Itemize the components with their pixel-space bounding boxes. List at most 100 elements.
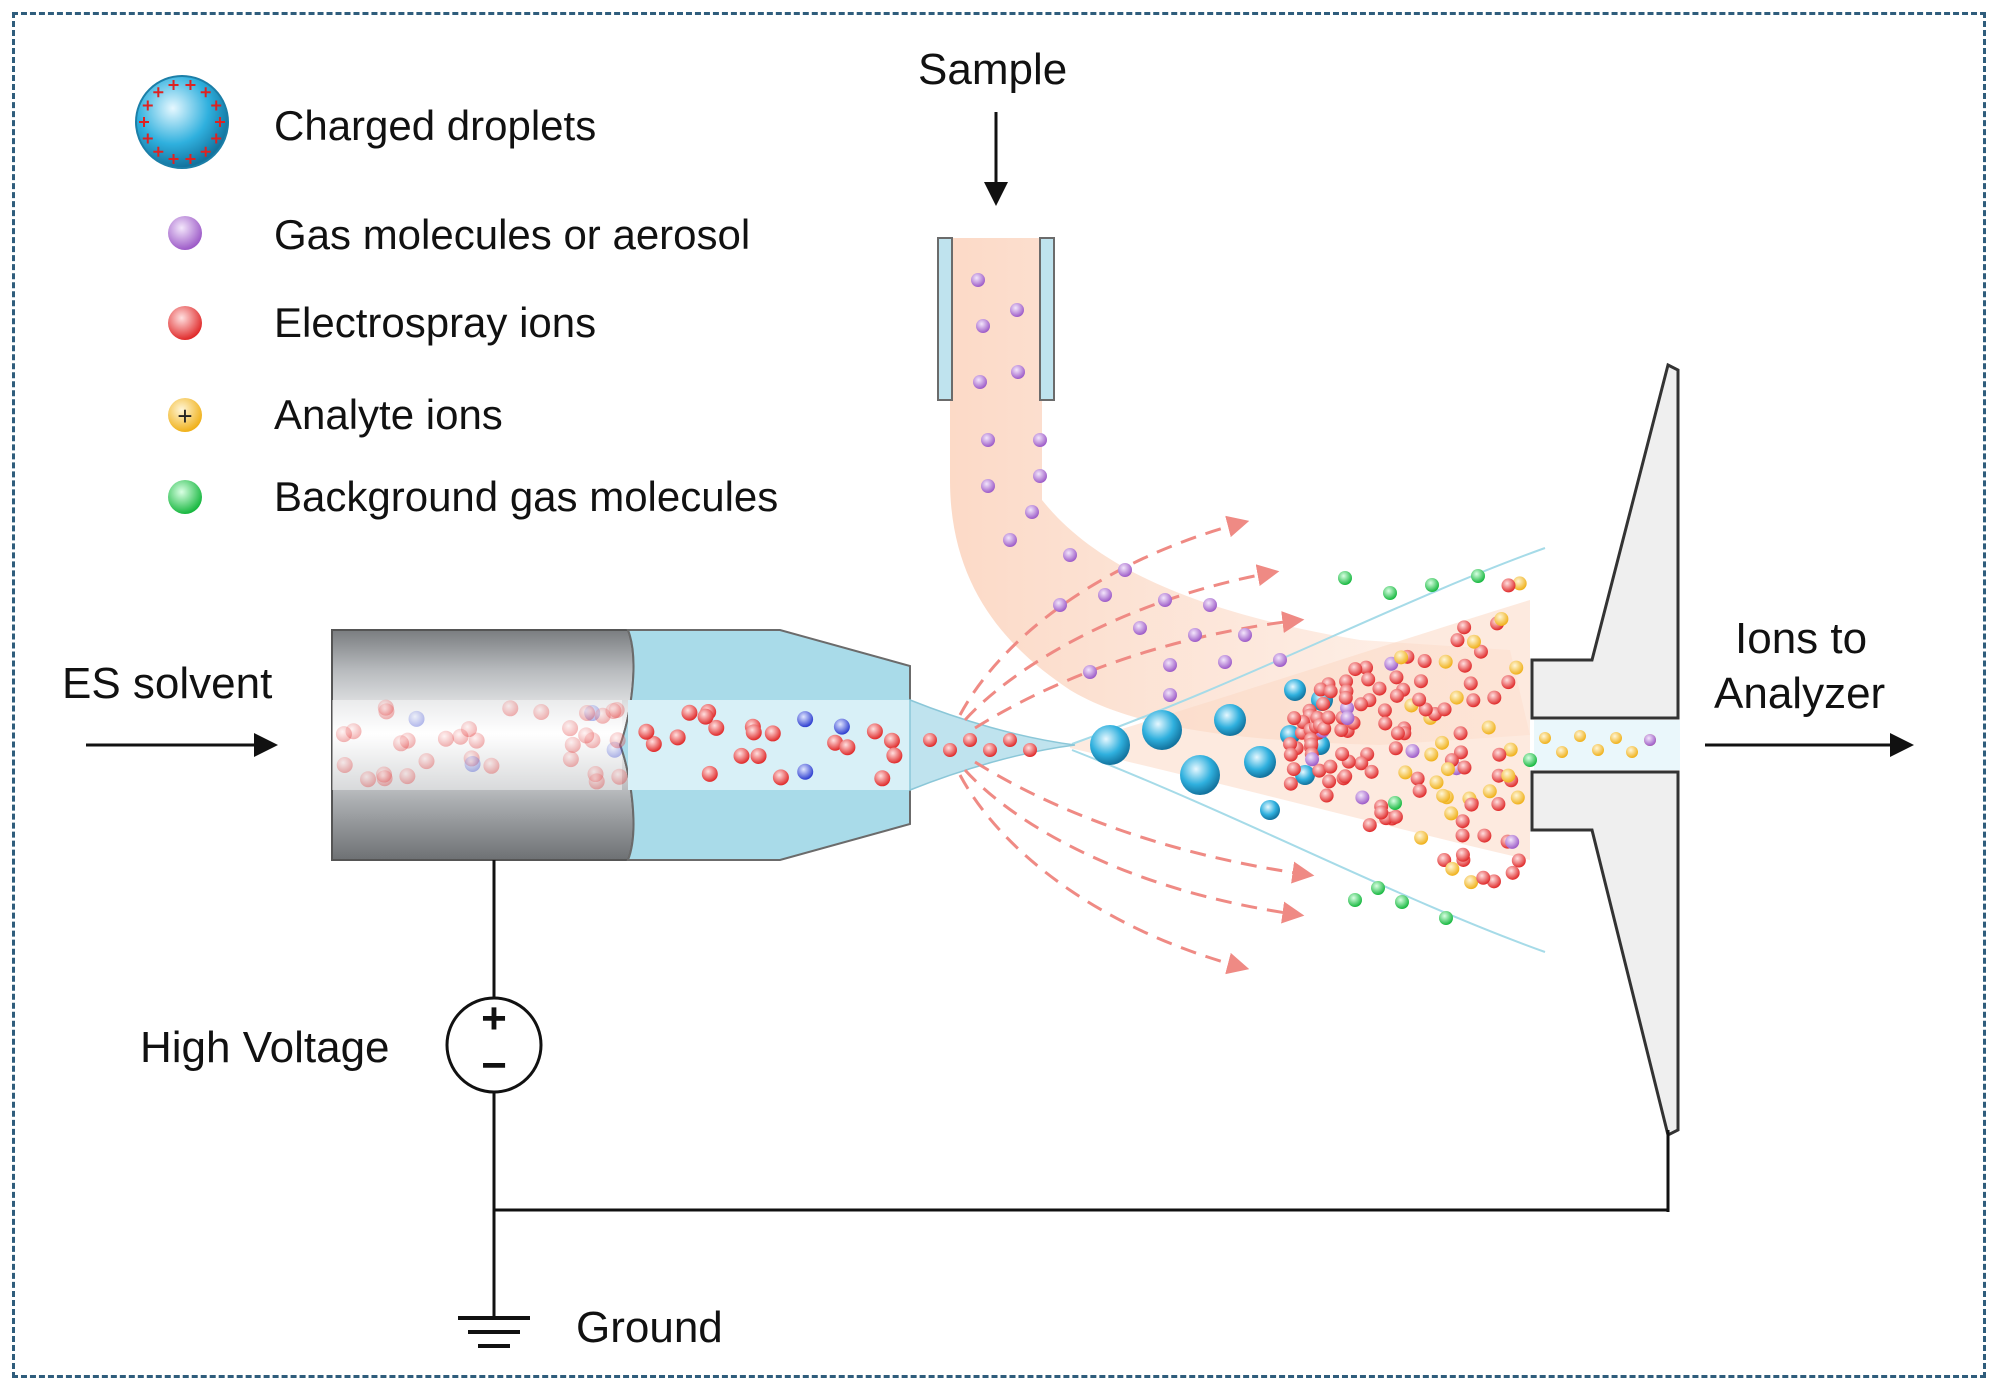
- gas-molecule: [1218, 655, 1232, 669]
- gas-molecule: [1340, 711, 1355, 726]
- electrospray-ion: [874, 770, 891, 787]
- electrospray-ion: [638, 723, 655, 740]
- electrospray-ion: [883, 732, 900, 749]
- electrospray-ion: [1023, 743, 1037, 757]
- electrospray-ion: [1283, 736, 1298, 751]
- voltage-source-symbol: [445, 996, 543, 1094]
- electrospray-ion: [1487, 690, 1502, 705]
- electrospray-ion: [1378, 716, 1393, 731]
- electrospray-ion: [1364, 764, 1379, 779]
- electrospray-ion: [1486, 874, 1501, 889]
- electrospray-ion: [579, 704, 596, 721]
- gas-molecule: [1163, 658, 1177, 672]
- electrospray-ion: [1457, 620, 1472, 635]
- electrospray-ion: [1390, 726, 1405, 741]
- analyte-ion: [1429, 775, 1444, 790]
- plume-boundary-top: [1071, 547, 1546, 745]
- trajectory-2: [963, 564, 1280, 722]
- legend-analyte-ion-icon: [168, 398, 202, 432]
- charge-mark: [215, 117, 225, 127]
- analyte-ion: [1438, 654, 1453, 669]
- electrospray-ion: [772, 769, 789, 786]
- gas-molecule: [1505, 834, 1520, 849]
- analyte-ion: [1539, 732, 1551, 744]
- legend-label-charged-droplets: Charged droplets: [274, 102, 597, 149]
- gas-molecule: [1010, 303, 1024, 317]
- electrospray-ion: [562, 751, 579, 768]
- analyte-ion: [1481, 720, 1496, 735]
- electrospray-ion: [1413, 674, 1428, 689]
- electrospray-ion: [1359, 660, 1374, 675]
- electrospray-ion: [502, 700, 519, 717]
- charge-mark: [200, 87, 211, 98]
- ions-to-analyzer-label-line1: Ions to: [1735, 614, 1868, 663]
- electrospray-ion: [1492, 747, 1507, 762]
- gas-molecule: [1063, 548, 1077, 562]
- electrospray-ion: [1501, 675, 1516, 690]
- trajectory-1: [958, 515, 1250, 716]
- high-voltage-label: High Voltage: [140, 1023, 390, 1072]
- electrospray-ion: [750, 747, 767, 764]
- analyzer-inlet-upper: [1530, 362, 1680, 720]
- charge-mark: [185, 79, 196, 90]
- voltage-minus: −: [481, 1041, 507, 1090]
- ions-to-analyzer-label-line2: Analyzer: [1714, 669, 1886, 718]
- electrospray-ion: [1283, 776, 1298, 791]
- analyte-ion: [1444, 806, 1459, 821]
- charge-mark: [142, 100, 153, 111]
- electrospray-ion: [1389, 688, 1404, 703]
- electrospray-ion: [533, 704, 550, 721]
- gas-molecule: [1273, 653, 1287, 667]
- background-gas-molecule: [1523, 753, 1537, 767]
- gas-molecule: [1003, 533, 1017, 547]
- electrospray-ion: [669, 729, 686, 746]
- gas-molecule: [976, 319, 990, 333]
- analyte-ion: [1482, 784, 1497, 799]
- electrospray-ion: [827, 734, 844, 751]
- charged-droplet: [1180, 755, 1220, 795]
- gas-molecule: [1033, 469, 1047, 483]
- background-gas-molecule: [1425, 578, 1439, 592]
- legend-gas-molecule-icon: [168, 216, 202, 250]
- ground-label: Ground: [576, 1303, 723, 1352]
- electrospray-ion: [418, 753, 435, 770]
- charged-droplet: [1142, 710, 1182, 750]
- charged-droplet: [1244, 746, 1276, 778]
- gas-molecule: [981, 433, 995, 447]
- electrospray-ion: [1286, 762, 1301, 777]
- es-solvent-label: ES solvent: [62, 659, 273, 708]
- trajectory-arrows: [958, 515, 1315, 975]
- analyzer-inlet-lower: [1530, 770, 1680, 1138]
- electrospray-ion: [1477, 828, 1492, 843]
- electrospray-ion: [764, 725, 781, 742]
- electrospray-ion: [1321, 710, 1336, 725]
- analyzer-arrowhead: [1890, 733, 1914, 757]
- gas-molecule: [1025, 505, 1039, 519]
- electrospray-ion: [588, 773, 605, 790]
- gas-molecule: [1033, 433, 1047, 447]
- electrospray-ion: [360, 771, 377, 788]
- electrospray-ion: [963, 733, 977, 747]
- background-gas-molecule: [1348, 893, 1362, 907]
- gas-molecule: [1203, 598, 1217, 612]
- gas-molecule: [1118, 563, 1132, 577]
- charged-droplet: [1260, 800, 1280, 820]
- particle-layer: [335, 273, 1656, 925]
- es-solvent-arrowhead: [254, 733, 278, 757]
- electrospray-ion: [1410, 771, 1425, 786]
- analyte-ion: [1592, 744, 1604, 756]
- legend-label-electrospray-ions: Electrospray ions: [274, 299, 597, 346]
- gas-molecule: [1644, 734, 1656, 746]
- counter-ion: [797, 763, 814, 780]
- background-gas-molecule: [1383, 586, 1397, 600]
- analyte-ion: [1556, 746, 1568, 758]
- electrospray-ion: [1354, 697, 1369, 712]
- counter-ion: [464, 755, 481, 772]
- electrospray-ion: [1505, 865, 1520, 880]
- legend-charged-droplet-icon: [135, 75, 229, 169]
- gas-molecule: [973, 375, 987, 389]
- electrospray-ion: [1317, 721, 1332, 736]
- gas-molecule: [1163, 688, 1177, 702]
- electrospray-ion: [1388, 741, 1403, 756]
- analyte-ion: [1440, 762, 1455, 777]
